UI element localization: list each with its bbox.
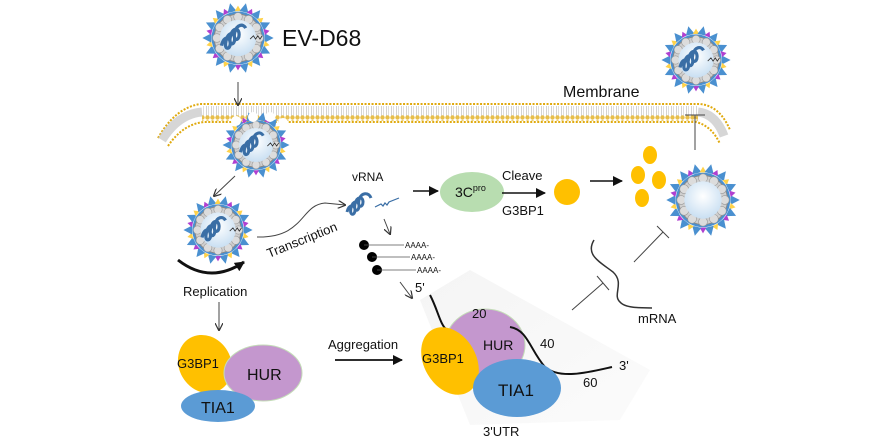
protein-tia1-right — [473, 359, 561, 417]
protein-hur-left — [223, 344, 303, 402]
virus-name-label: EV-D68 — [282, 25, 361, 51]
viral-rna-icon — [238, 131, 280, 157]
viral-rna-icon — [219, 23, 263, 50]
viral-rna-icon — [200, 216, 242, 242]
virion-assembling — [666, 164, 740, 236]
g3bp1-label-right: G3BP1 — [422, 351, 464, 366]
tia1-label-left: TIA1 — [201, 400, 235, 417]
vrna-coil — [345, 192, 400, 216]
virion-budding — [661, 26, 731, 94]
protein-g3bp1-right — [421, 327, 479, 395]
entry-pores — [231, 112, 288, 128]
g3bp1-label-left: G3BP1 — [177, 356, 219, 371]
hur-label-left: HUR — [247, 367, 282, 384]
protease-label: 3Cpro — [455, 183, 486, 200]
protein-tia1-left — [181, 390, 255, 422]
aggregation-label: Aggregation — [328, 337, 398, 352]
five-prime-label: 5' — [415, 280, 425, 295]
transcription-arrow — [256, 203, 345, 238]
membrane-label: Membrane — [563, 84, 640, 101]
polya-label-1: AAAA- — [405, 241, 429, 250]
inhibit-virion — [633, 225, 670, 263]
capsid-spikes — [202, 3, 274, 73]
g3bp1-monomer — [554, 179, 580, 205]
protein-g3bp1-left — [177, 334, 233, 394]
polya-label-3: AAAA- — [417, 266, 441, 275]
replication-label: Replication — [183, 284, 247, 299]
polya-label-2: AAAA- — [411, 253, 435, 262]
transcript-to-granule-arrow — [399, 281, 412, 298]
virion-extracellular — [202, 3, 274, 73]
tia1-label-right: TIA1 — [498, 381, 534, 400]
uncoating-arrow — [214, 175, 236, 196]
protease-3c — [440, 172, 504, 212]
position-60-label: 60 — [583, 375, 597, 390]
cleave-target-label: G3BP1 — [502, 203, 544, 218]
inhibit-budding — [685, 114, 705, 150]
capsid-spikes — [183, 196, 253, 264]
position-20-label: 20 — [472, 306, 486, 321]
cell-membrane — [157, 103, 731, 147]
virion-entering — [222, 112, 290, 178]
three-prime-label: 3' — [619, 358, 629, 373]
inhibit-mrna — [571, 275, 610, 311]
virion-replicating — [183, 196, 253, 264]
vrna-to-translation-arrow — [383, 218, 390, 234]
polya-transcripts — [359, 240, 416, 275]
utr-label: 3'UTR — [483, 424, 519, 439]
position-40-label: 40 — [540, 336, 554, 351]
cleave-label: Cleave — [502, 168, 542, 183]
vrna-label: vRNA — [352, 170, 383, 184]
capsid-core — [684, 181, 722, 219]
mrna-label: mRNA — [638, 311, 677, 326]
capsid-spikes — [666, 164, 740, 236]
transcription-label: Transcription — [265, 219, 340, 261]
viral-rna-icon — [678, 46, 720, 72]
host-mrna — [590, 239, 653, 309]
replication-cycle-arrow — [177, 258, 245, 275]
hur-label-right: HUR — [483, 337, 513, 353]
g3bp1-fragments — [631, 146, 666, 207]
capsid-spikes — [661, 26, 731, 94]
